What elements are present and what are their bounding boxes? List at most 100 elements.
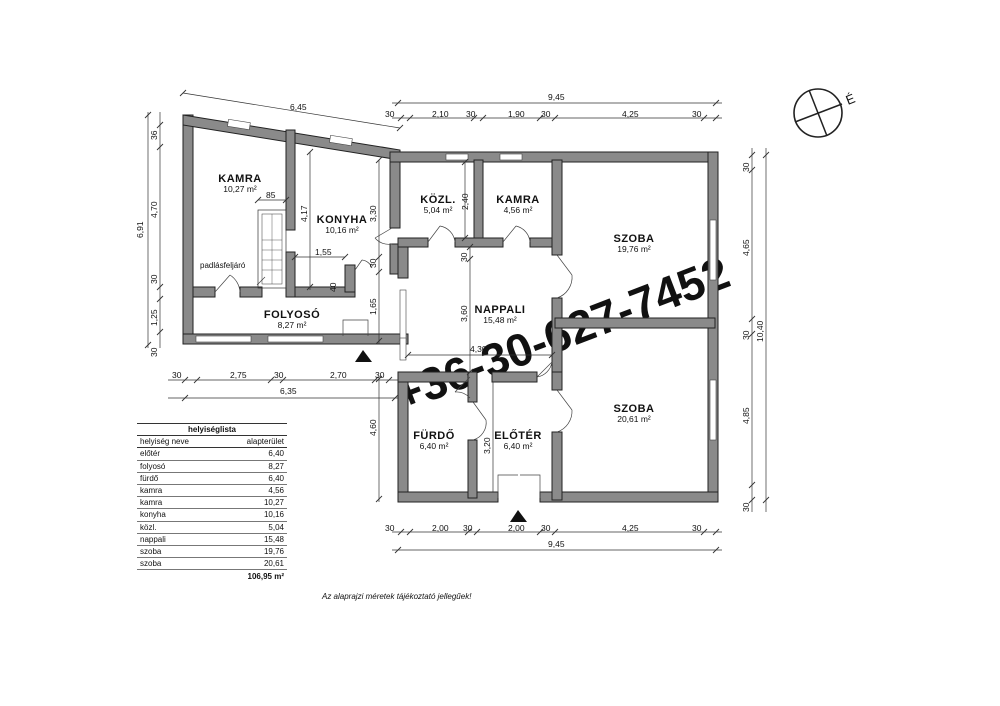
dim-b-200a: 2,00 [432, 523, 449, 533]
room-eloter-name: ELŐTÉR [494, 429, 542, 442]
room-furdo-name: FÜRDŐ [413, 429, 455, 442]
dim-360: 3,60 [459, 305, 469, 322]
row-name: folyosó [137, 460, 221, 473]
row-area: 10,27 [220, 496, 287, 510]
dimension-labels: 6,45 9,45 30 2,10 30 1,90 30 4,25 30 36 … [135, 92, 765, 549]
dim-240: 2,40 [460, 193, 470, 210]
dim-165: 1,65 [368, 298, 378, 315]
table-col-area: alapterület [220, 435, 287, 449]
row-name: konyha [137, 508, 221, 522]
row-name: kamra [137, 496, 221, 510]
room-konyha-area: 10,16 m² [325, 225, 359, 235]
dim-f-30a: 30 [172, 370, 182, 380]
dim-330: 3,30 [368, 205, 378, 222]
room-nappali-area: 15,48 m² [483, 315, 517, 325]
room-folyoso-name: FOLYOSÓ [264, 308, 320, 321]
attic-stairs [257, 209, 287, 289]
dim-right-30c: 30 [741, 502, 751, 512]
row-area: 8,27 [220, 460, 287, 473]
room-folyoso-area: 8,27 m² [278, 320, 307, 330]
row-name: szoba [137, 557, 221, 571]
room-eloter-area: 6,40 m² [504, 441, 533, 451]
room-furdo-area: 6,40 m² [420, 441, 449, 451]
row-area: 6,40 [220, 447, 287, 461]
dim-b-30d: 30 [692, 523, 702, 533]
dim-left-691: 6,91 [135, 221, 145, 238]
row-name: szoba [137, 545, 221, 559]
row-name: közl. [137, 521, 221, 534]
dim-top-190: 1,90 [508, 109, 525, 119]
dim-460: 4,60 [368, 419, 378, 436]
dim-b-30c: 30 [541, 523, 551, 533]
room-kozl-area: 5,04 m² [424, 205, 453, 215]
dim-b-425: 4,25 [622, 523, 639, 533]
dim-f-30c: 30 [375, 370, 385, 380]
room-labels: KAMRA 10,27 m² KONYHA 10,16 m² KÖZL. 5,0… [200, 173, 655, 451]
dim-right-465: 4,65 [741, 239, 751, 256]
dim-right-30a: 30 [741, 162, 751, 172]
dim-left-36: 36 [149, 130, 159, 140]
dim-top-30a: 30 [385, 109, 395, 119]
dim-left-470: 4,70 [149, 201, 159, 218]
dim-right-1040: 10,40 [755, 320, 765, 342]
room-szoba-2-area: 20,61 m² [617, 414, 651, 424]
dim-top-30c: 30 [541, 109, 551, 119]
room-kamra-1-area: 10,27 m² [223, 184, 257, 194]
row-area: 20,61 [220, 557, 287, 571]
dim-left-30b: 30 [149, 347, 159, 357]
room-szoba-1-area: 19,76 m² [617, 244, 651, 254]
compass-label: É [844, 91, 858, 108]
dim-f-30b: 30 [274, 370, 284, 380]
dim-155: 1,55 [315, 247, 332, 257]
entrance-arrow-left [355, 350, 372, 362]
row-area: 19,76 [220, 545, 287, 559]
row-name: nappali [137, 533, 221, 546]
room-kozl-name: KÖZL. [420, 193, 456, 206]
row-area: 4,56 [220, 484, 287, 498]
dim-430: 4,30 [470, 344, 487, 354]
row-area: 6,40 [220, 472, 287, 485]
dim-top-425: 4,25 [622, 109, 639, 119]
room-nappali-name: NAPPALI [475, 304, 526, 316]
dim-top-30d: 30 [692, 109, 702, 119]
row-area: 5,04 [220, 521, 287, 534]
dimension-lines [144, 89, 770, 554]
table-row: közl.5,04 [137, 521, 287, 534]
row-name: fürdő [137, 472, 221, 485]
room-kamra-2-area: 4,56 m² [504, 205, 533, 215]
dim-30-nappali: 30 [459, 252, 469, 262]
dim-top-30b: 30 [466, 109, 476, 119]
row-area: 15,48 [220, 533, 287, 546]
room-kamra-1-name: KAMRA [218, 173, 261, 185]
dim-320: 3,20 [482, 437, 492, 454]
dim-85: 85 [266, 190, 276, 200]
doors [214, 225, 573, 498]
dim-30-mid: 30 [368, 258, 378, 268]
north-compass-icon: É [793, 88, 858, 138]
table-col-name: helyiség neve [137, 435, 221, 449]
dim-top-945: 9,45 [548, 92, 565, 102]
dim-40: 40 [328, 282, 338, 292]
dim-417: 4,17 [299, 205, 309, 222]
dim-f-270: 2,70 [330, 370, 347, 380]
dim-right-30b: 30 [741, 330, 751, 340]
dim-top-210: 2,10 [432, 109, 449, 119]
entrance-arrow-bottom [510, 510, 527, 522]
row-name: előtér [137, 447, 221, 461]
windows [195, 118, 717, 441]
dim-b-30b: 30 [463, 523, 473, 533]
disclaimer-note: Az alaprajzi méretek tájékoztató jellegű… [322, 592, 472, 601]
dim-top-645: 6,45 [290, 102, 307, 112]
room-szoba-2-name: SZOBA [614, 403, 655, 415]
dim-b-945: 9,45 [548, 539, 565, 549]
table-total: 106,95 m² [137, 569, 287, 584]
